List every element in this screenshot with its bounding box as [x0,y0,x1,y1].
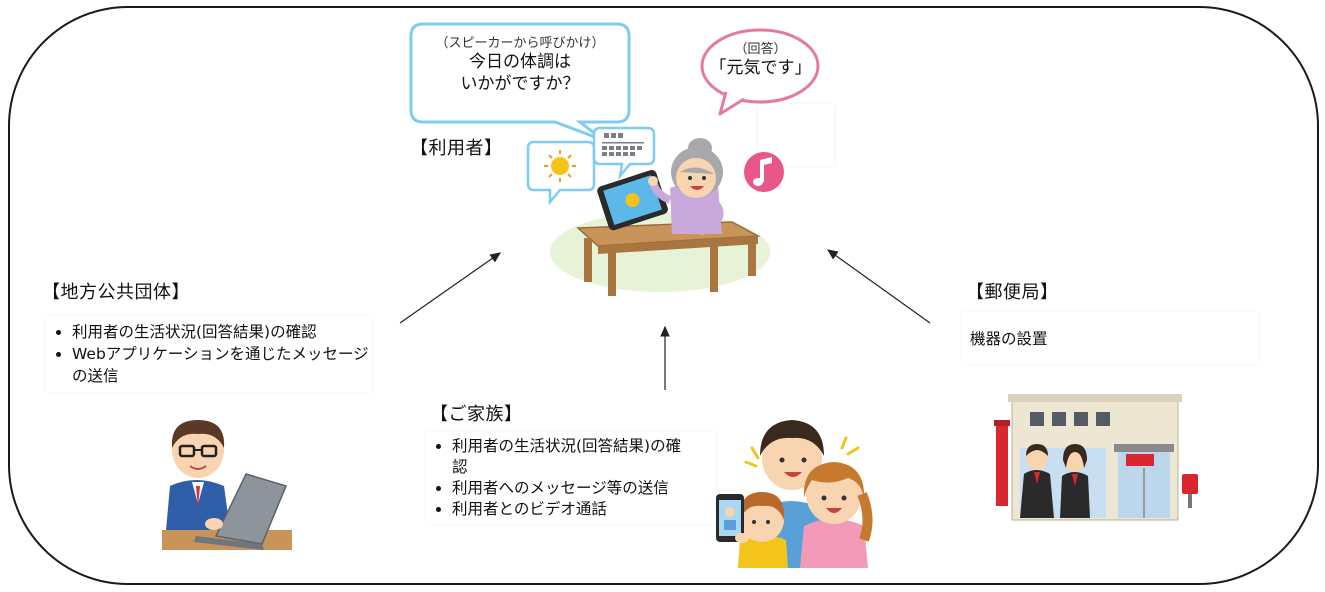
laptop-icon [194,473,288,550]
smartphone-icon [716,494,744,542]
list-item: 利用者の生活状況(回答結果)の確認 [452,436,692,478]
staff-icon [1020,444,1090,518]
local-gov-list: 利用者の生活状況(回答結果)の確認 Webアプリケーションを通じたメッセージの送… [46,316,372,387]
speech-bubble-text: （スピーカーから呼びかけ） 今日の体調は いかがですか？ [405,32,635,95]
list-item: Webアプリケーションを通じたメッセージの送信 [72,343,372,387]
speech-line-1: 今日の体調は [469,52,571,72]
post-office-illustration [994,394,1198,521]
family-illustration [716,420,873,568]
speech-small: （スピーカーから呼びかけ） [435,36,605,51]
reply-main: 「元気です」 [709,58,812,78]
user-illustration [526,126,784,296]
sun-icon [544,150,576,182]
music-note-icon [744,152,784,192]
elderly-woman-icon [648,138,724,236]
post-office-text: 機器の設置 [970,330,1048,348]
arrow-from-post-office [827,249,931,324]
official-illustration [162,420,292,550]
arrow-from-local-gov [399,252,501,324]
list-item: 利用者とのビデオ通話 [452,499,716,520]
family-box: 利用者の生活状況(回答結果)の確認 利用者へのメッセージ等の送信 利用者とのビデ… [426,432,716,524]
reply-small: （回答） [734,42,787,57]
family-list: 利用者の生活状況(回答結果)の確認 利用者へのメッセージ等の送信 利用者とのビデ… [426,432,716,520]
list-item: 利用者へのメッセージ等の送信 [452,478,716,499]
mailbox-icon [1182,474,1198,508]
speech-bubble [409,22,631,142]
post-office-box: 機器の設置 [962,312,1258,364]
speech-line-2: いかがですか？ [460,74,580,94]
post-sign-icon [994,420,1010,506]
reply-bubble [700,28,820,116]
calendar-icon [602,133,644,156]
local-gov-box: 利用者の生活状況(回答結果)の確認 Webアプリケーションを通じたメッセージの送… [46,316,372,392]
family-title: 【ご家族】 [430,404,523,425]
diagram-frame [8,6,1319,585]
post-office-title: 【郵便局】 [966,282,1059,303]
list-item: 利用者の生活状況(回答結果)の確認 [72,321,372,343]
local-gov-title: 【地方公共団体】 [42,282,190,303]
user-title: 【利用者】 [410,138,503,159]
reply-bubble-text: （回答） 「元気です」 [698,38,823,79]
